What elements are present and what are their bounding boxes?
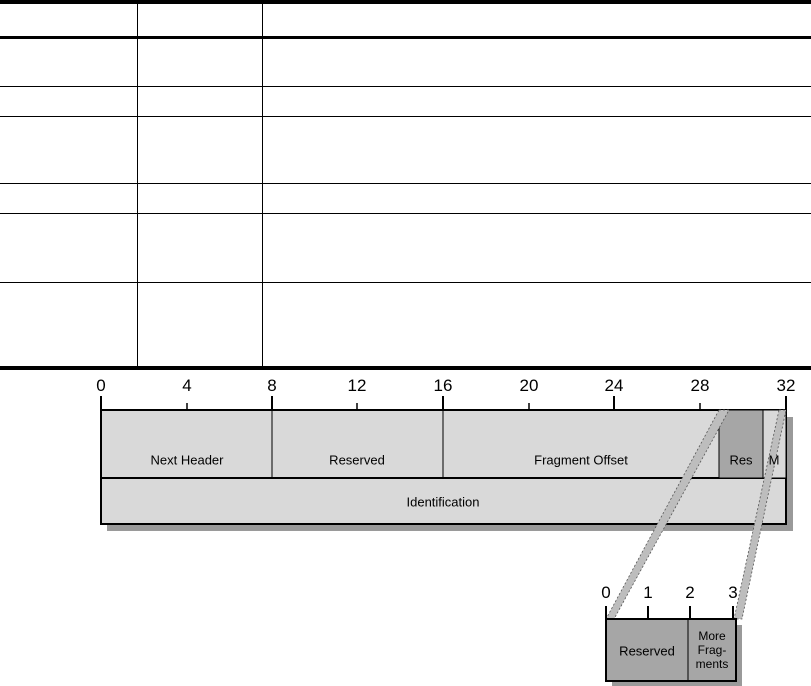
zoom-bit-label: 0	[601, 583, 611, 602]
more-fragments-line: More	[698, 629, 726, 643]
bit-label: 20	[519, 376, 539, 395]
bit-label: 32	[776, 376, 796, 395]
reserved-field-label: Reserved	[329, 452, 385, 468]
bit-ticks	[100, 396, 787, 410]
table-column-divider	[262, 0, 263, 368]
bit-label: 4	[182, 376, 192, 395]
zoom-bit-label: 1	[643, 583, 653, 602]
table-row-divider	[0, 282, 811, 283]
zoom-box	[605, 618, 737, 682]
zoom-band	[733, 409, 787, 620]
bit-label: 0	[96, 376, 106, 395]
bit-label: 16	[433, 376, 453, 395]
bit-label: 12	[347, 376, 367, 395]
table-top-border	[0, 0, 811, 4]
m-field-label: M	[768, 452, 780, 468]
table-row-divider	[0, 213, 811, 214]
table-header-border	[0, 36, 811, 39]
bit-label: 24	[604, 376, 624, 395]
bit-label: 8	[267, 376, 277, 395]
table-row-divider	[0, 183, 811, 184]
next-header-field-label: Next Header	[150, 452, 224, 468]
more-fragments-line: Frag-	[697, 643, 727, 657]
more-fragments-label: More Frag- ments	[696, 629, 729, 671]
table-row-divider	[0, 86, 811, 87]
zoom-ticks	[605, 606, 734, 619]
table-column-divider	[137, 0, 138, 368]
table-bottom-border	[0, 366, 811, 370]
bit-minor-ticks	[186, 403, 701, 410]
bit-label: 28	[690, 376, 710, 395]
fragment-offset-field-label: Fragment Offset	[534, 452, 628, 468]
empty-table	[0, 0, 811, 370]
res-field-box	[718, 409, 764, 479]
identification-field-label: Identification	[406, 494, 480, 510]
zoom-bit-label: 2	[685, 583, 695, 602]
res-field-label: Res	[729, 452, 753, 468]
zoom-bit-label: 3	[728, 583, 738, 602]
table-row-divider	[0, 116, 811, 117]
zoom-reserved-label: Reserved	[619, 643, 675, 659]
more-fragments-line: ments	[695, 657, 729, 671]
